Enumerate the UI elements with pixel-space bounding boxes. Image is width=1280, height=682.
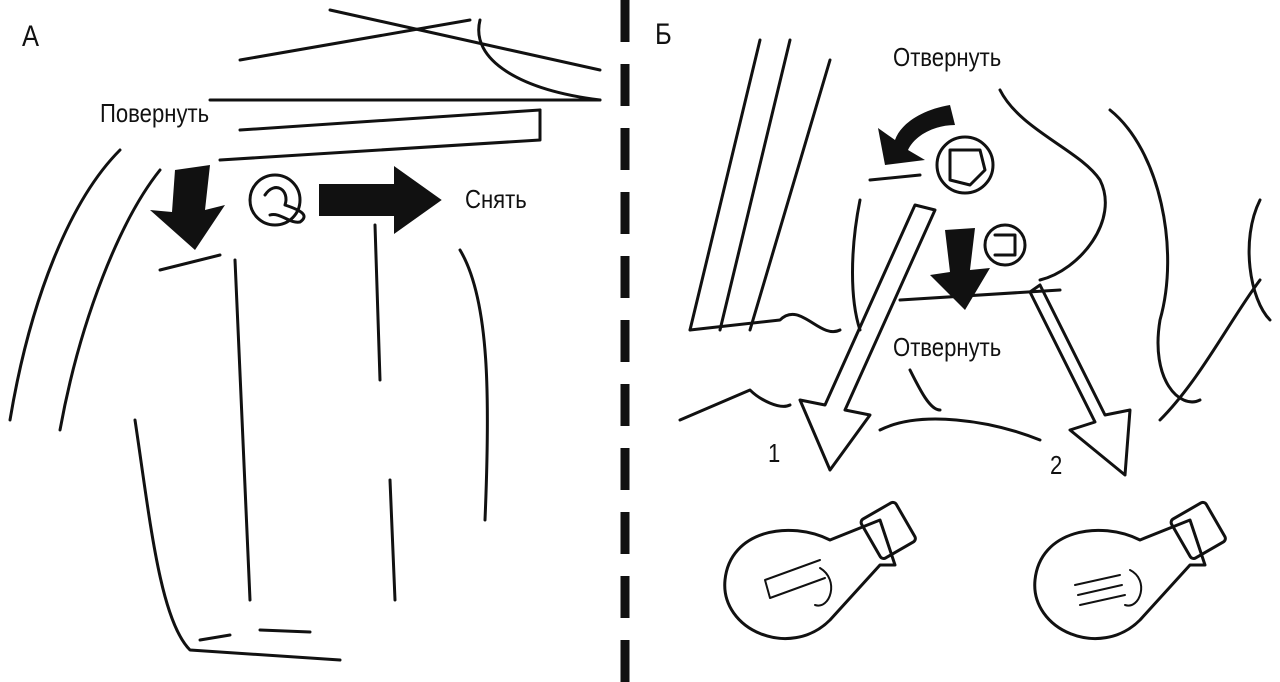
socket-mechanism-icon xyxy=(935,135,1027,267)
arrow-to-bulb-1-icon xyxy=(798,203,937,472)
bulb-1-label: 1 xyxy=(768,438,781,468)
turn-label: Повернуть xyxy=(100,98,210,128)
bulb-2-icon xyxy=(1033,500,1227,640)
remove-label: Снять xyxy=(465,184,527,214)
panel-a-drawing xyxy=(8,8,602,662)
unscrew-bottom-label: Отвернуть xyxy=(893,332,1002,362)
bulb-2-label: 2 xyxy=(1050,450,1063,480)
panel-b-drawing xyxy=(678,38,1272,442)
bulb-1-icon xyxy=(723,500,917,640)
arrow-to-bulb-2-icon xyxy=(1028,283,1132,477)
unscrew-arrow-icon xyxy=(878,105,955,165)
panel-b-letter: Б xyxy=(655,18,672,51)
remove-arrow-icon xyxy=(319,166,442,234)
unscrew-arrow-2-icon xyxy=(930,228,990,310)
panel-a-letter: А xyxy=(22,20,40,53)
turn-arrow-icon xyxy=(150,165,225,250)
socket-icon xyxy=(248,173,306,227)
unscrew-top-label: Отвернуть xyxy=(893,42,1002,72)
